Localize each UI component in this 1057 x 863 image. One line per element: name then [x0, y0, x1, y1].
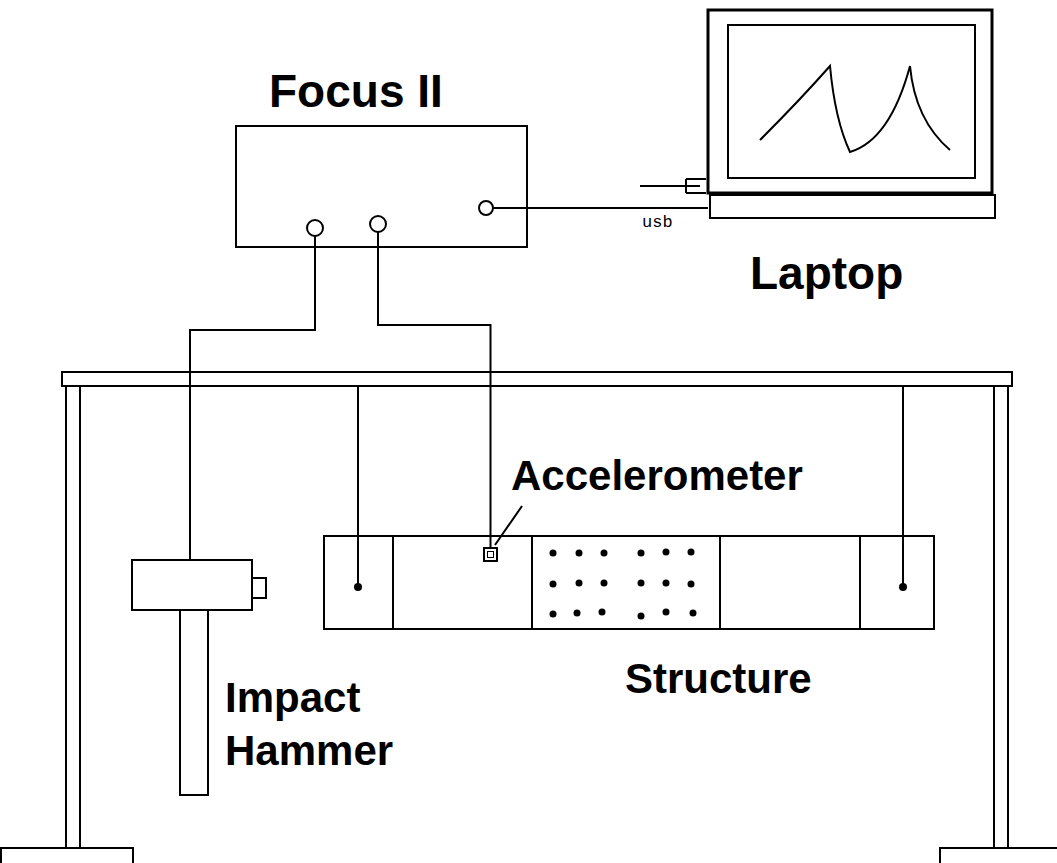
- impact-hammer: Impact Hammer: [132, 560, 268, 795]
- cable: [190, 248, 315, 560]
- hammer-label: Impact Hammer: [225, 672, 393, 777]
- hammer-handle: [180, 610, 208, 795]
- laptop-base: [710, 195, 995, 218]
- connector-socket: [307, 220, 323, 236]
- cable: [528, 207, 708, 209]
- device-label: Focus II: [269, 65, 443, 118]
- leader-line: [495, 506, 522, 545]
- frame-leg: [79, 386, 81, 848]
- usb-plug: [640, 179, 706, 193]
- wire-stub: [493, 207, 528, 209]
- section-line: [719, 535, 721, 630]
- section-line: [859, 535, 861, 630]
- laptop-screen: [708, 10, 992, 193]
- laptop: Laptop: [708, 10, 995, 218]
- hang-point: [354, 583, 362, 591]
- section-line: [531, 535, 533, 630]
- structure-label: Structure: [625, 655, 812, 703]
- hanging-string: [357, 386, 359, 587]
- test-structure: StructureAccelerometer: [323, 535, 935, 630]
- frame-leg: [1007, 386, 1009, 848]
- frame-leg: [993, 386, 995, 848]
- laptop-display: [728, 25, 975, 178]
- cable-label: usb: [640, 213, 675, 233]
- analyzer-box: Focus II: [235, 125, 528, 248]
- frame-top-bar: [62, 372, 1012, 386]
- connector-socket: [370, 216, 386, 232]
- hammer-tip: [252, 578, 266, 598]
- laptop-label: Laptop: [750, 247, 903, 300]
- accelerometer: Accelerometer: [483, 547, 498, 562]
- hang-point: [899, 583, 907, 591]
- section-line: [392, 535, 394, 630]
- hammer-head: [132, 560, 252, 610]
- cable: [378, 248, 491, 547]
- frame-leg: [65, 386, 67, 848]
- wire-stub: [377, 232, 379, 248]
- accelerometer-label: Accelerometer: [511, 452, 803, 500]
- frf-curve: [760, 66, 950, 152]
- connector-socket: [479, 201, 493, 215]
- frame-foot: [940, 848, 1057, 863]
- frame-foot: [1, 848, 133, 863]
- hanging-string: [902, 386, 904, 587]
- damping-dots: [550, 549, 697, 620]
